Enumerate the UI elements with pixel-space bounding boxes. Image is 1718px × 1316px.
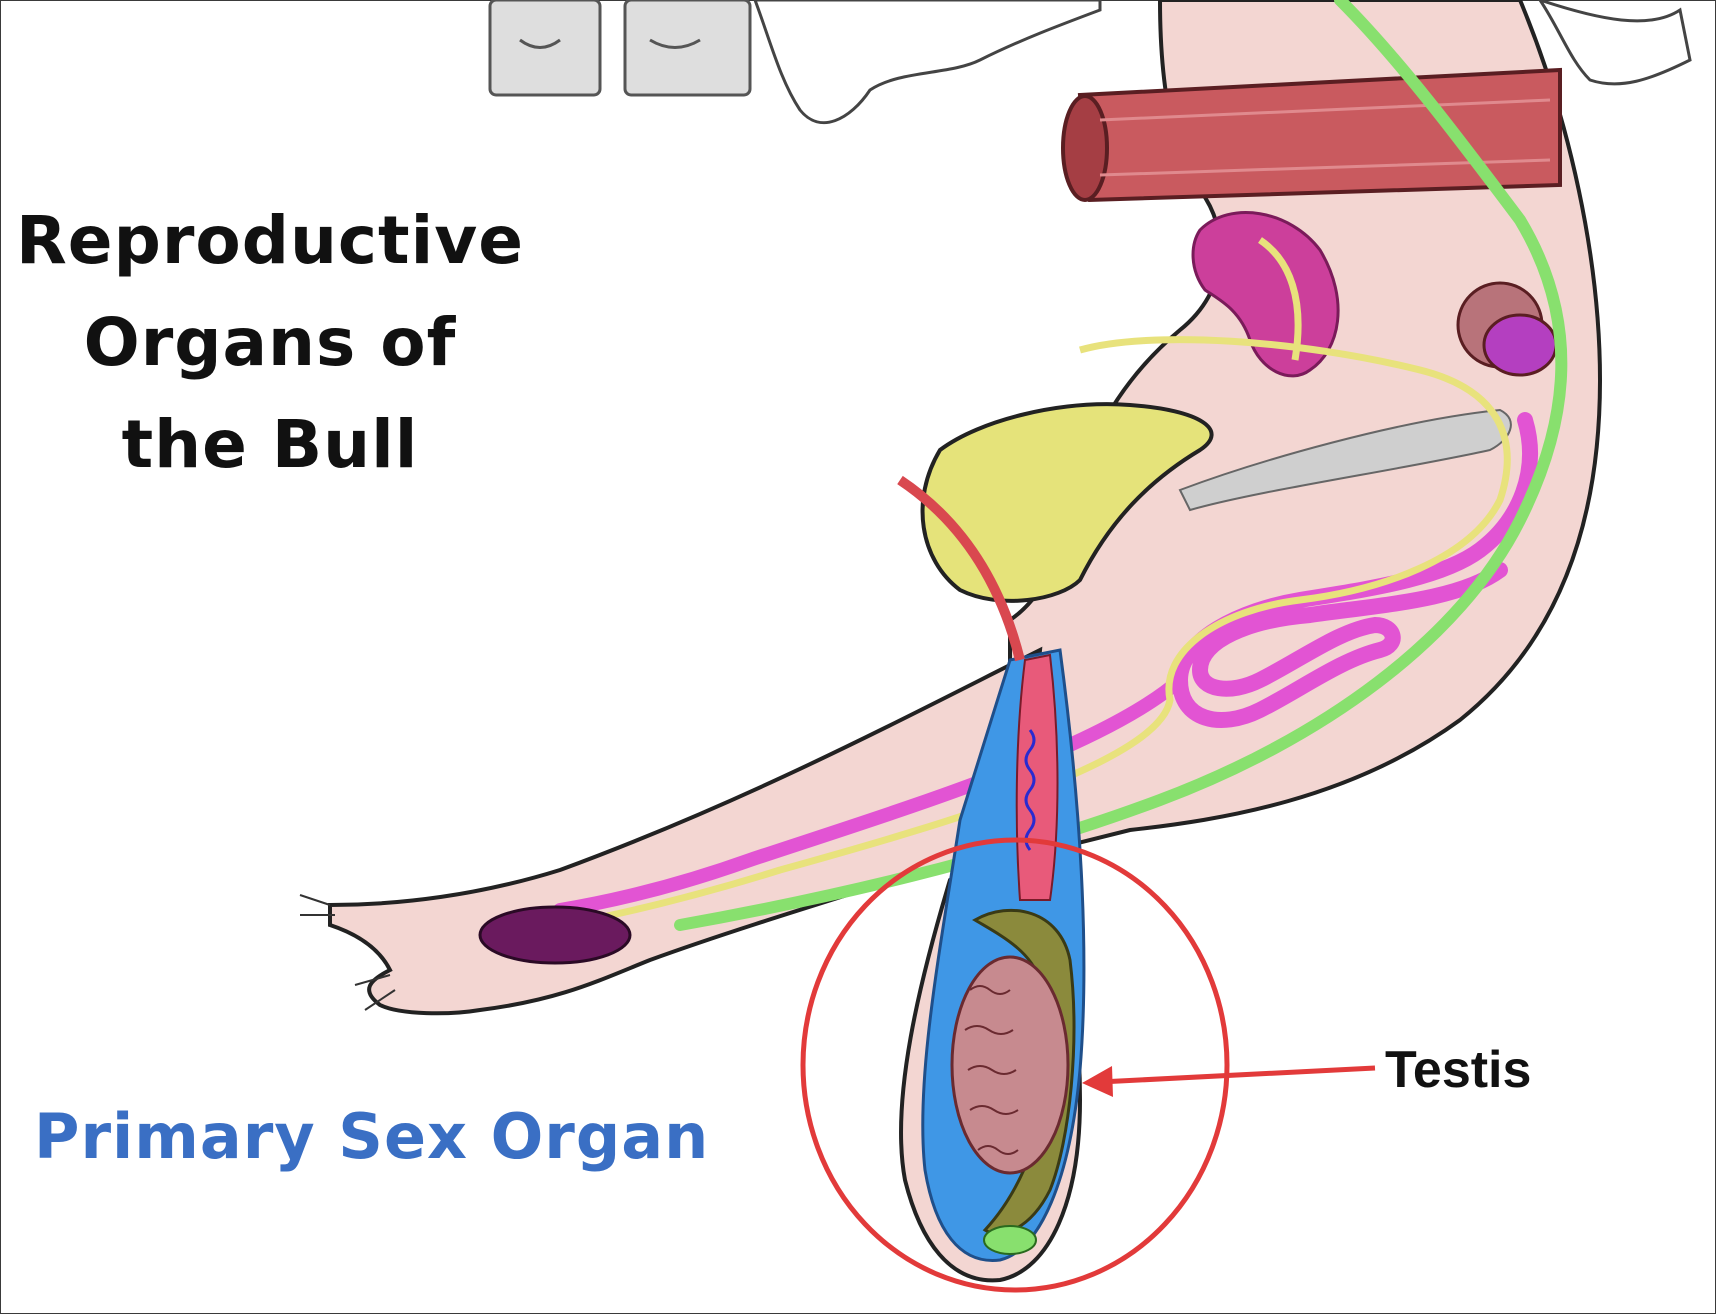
spermatic-cord: [1015, 653, 1059, 901]
vas-deferens-yellow: [559, 336, 1511, 929]
title-line-2: Organs of: [83, 304, 457, 381]
bulbourethral-gland: [1482, 313, 1558, 377]
vertebrae: [488, 0, 752, 97]
pelvic-urethra: [1178, 408, 1512, 512]
glans-penis: [478, 905, 632, 965]
seminal-vesicle-duct: [1257, 237, 1302, 361]
vascular-cord-red: [897, 475, 1025, 662]
slide-title: Reproductive Organs of the Bull: [0, 190, 550, 496]
urethra-penile: [553, 673, 1187, 917]
testis-pointer-line: [1099, 1065, 1376, 1085]
testis-highlight-circle: [800, 837, 1230, 1293]
title-line-3: the Bull: [121, 406, 419, 483]
seminiferous-tubules: [964, 985, 1019, 1155]
title-line-1: Reproductive: [15, 202, 525, 279]
pampiniform-plexus: [1024, 729, 1036, 851]
testis-label: Testis: [1385, 1041, 1532, 1099]
urinary-bladder: [920, 402, 1214, 603]
pelvic-bone-right: [1538, 0, 1692, 86]
pelvic-bone-outline: [753, 0, 1102, 125]
slide-subtitle: Primary Sex Organ: [34, 1100, 710, 1173]
testis-pointer-arrowhead: [1082, 1066, 1113, 1097]
seminal-vesicle: [1191, 211, 1340, 378]
urethra-sigmoid: [1171, 412, 1538, 728]
rectum: [1061, 67, 1562, 203]
testis-body: [950, 955, 1070, 1175]
tail-of-epididymis: [983, 1225, 1037, 1255]
preputial-hair: [299, 894, 396, 1011]
